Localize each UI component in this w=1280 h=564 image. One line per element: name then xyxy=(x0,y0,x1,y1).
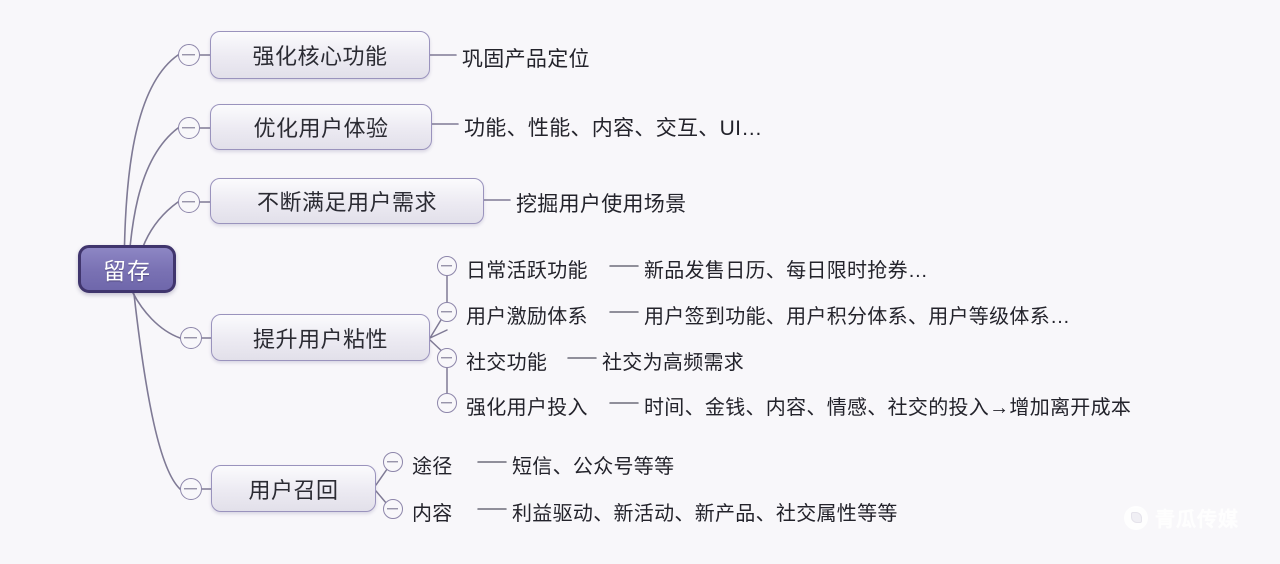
leaf-text-3: 挖掘用户使用场景 xyxy=(516,193,687,216)
circle-logo-icon xyxy=(1124,505,1148,530)
branch-5-child-2-detail: 利益驱动、新活动、新产品、社交属性等等 xyxy=(512,503,898,525)
collapse-toggle-branch-4[interactable] xyxy=(180,327,202,349)
collapse-toggle-branch-1[interactable] xyxy=(178,44,200,66)
branch-node-2[interactable]: 优化用户体验 xyxy=(210,104,432,150)
branch-node-5-label: 用户召回 xyxy=(248,477,339,503)
collapse-toggle-branch-3[interactable] xyxy=(178,191,200,213)
leaf-text-2: 功能、性能、内容、交互、UI… xyxy=(464,117,763,140)
branch-node-4-label: 提升用户粘性 xyxy=(252,326,388,352)
branch-node-3[interactable]: 不断满足用户需求 xyxy=(210,178,484,224)
branch-node-1[interactable]: 强化核心功能 xyxy=(210,31,430,79)
collapse-toggle-branch-5-child-1[interactable] xyxy=(383,452,403,472)
branch-4-child-3-title: 社交功能 xyxy=(466,352,548,374)
branch-5-child-2-title: 内容 xyxy=(412,503,453,525)
branch-node-5[interactable]: 用户召回 xyxy=(211,465,376,512)
collapse-toggle-branch-5[interactable] xyxy=(180,478,202,500)
branch-4-child-1-title: 日常活跃功能 xyxy=(466,260,588,282)
collapse-toggle-branch-5-child-2[interactable] xyxy=(383,499,403,519)
branch-4-child-2-title: 用户激励体系 xyxy=(466,306,588,328)
collapse-toggle-branch-4-child-4[interactable] xyxy=(437,393,457,413)
collapse-toggle-branch-4-child-3[interactable] xyxy=(437,348,457,368)
branch-5-child-1-title: 途径 xyxy=(412,456,453,478)
watermark-text: 青瓜传媒 xyxy=(1155,509,1239,531)
root-node-label: 留存 xyxy=(103,258,151,284)
branch-4-child-3-detail: 社交为高频需求 xyxy=(602,352,745,374)
branch-4-child-2-detail: 用户签到功能、用户积分体系、用户等级体系… xyxy=(644,306,1071,328)
collapse-toggle-branch-4-child-2[interactable] xyxy=(437,302,457,322)
branch-node-2-label: 优化用户体验 xyxy=(253,116,389,141)
branch-4-child-4-detail: 时间、金钱、内容、情感、社交的投入→增加离开成本 xyxy=(644,397,1132,419)
branch-4-child-1-detail: 新品发售日历、每日限时抢券… xyxy=(644,260,929,282)
leaf-text-1: 巩固产品定位 xyxy=(462,48,590,71)
collapse-toggle-branch-2[interactable] xyxy=(178,117,200,139)
branch-node-3-label: 不断满足用户需求 xyxy=(256,190,437,215)
branch-5-child-1-detail: 短信、公众号等等 xyxy=(512,456,675,478)
root-node[interactable]: 留存 xyxy=(78,245,176,293)
collapse-toggle-branch-4-child-1[interactable] xyxy=(437,256,457,276)
watermark: 青瓜传媒 xyxy=(1124,503,1239,532)
branch-node-1-label: 强化核心功能 xyxy=(252,44,388,69)
branch-node-4[interactable]: 提升用户粘性 xyxy=(211,314,430,361)
branch-4-child-4-title: 强化用户投入 xyxy=(466,397,588,419)
